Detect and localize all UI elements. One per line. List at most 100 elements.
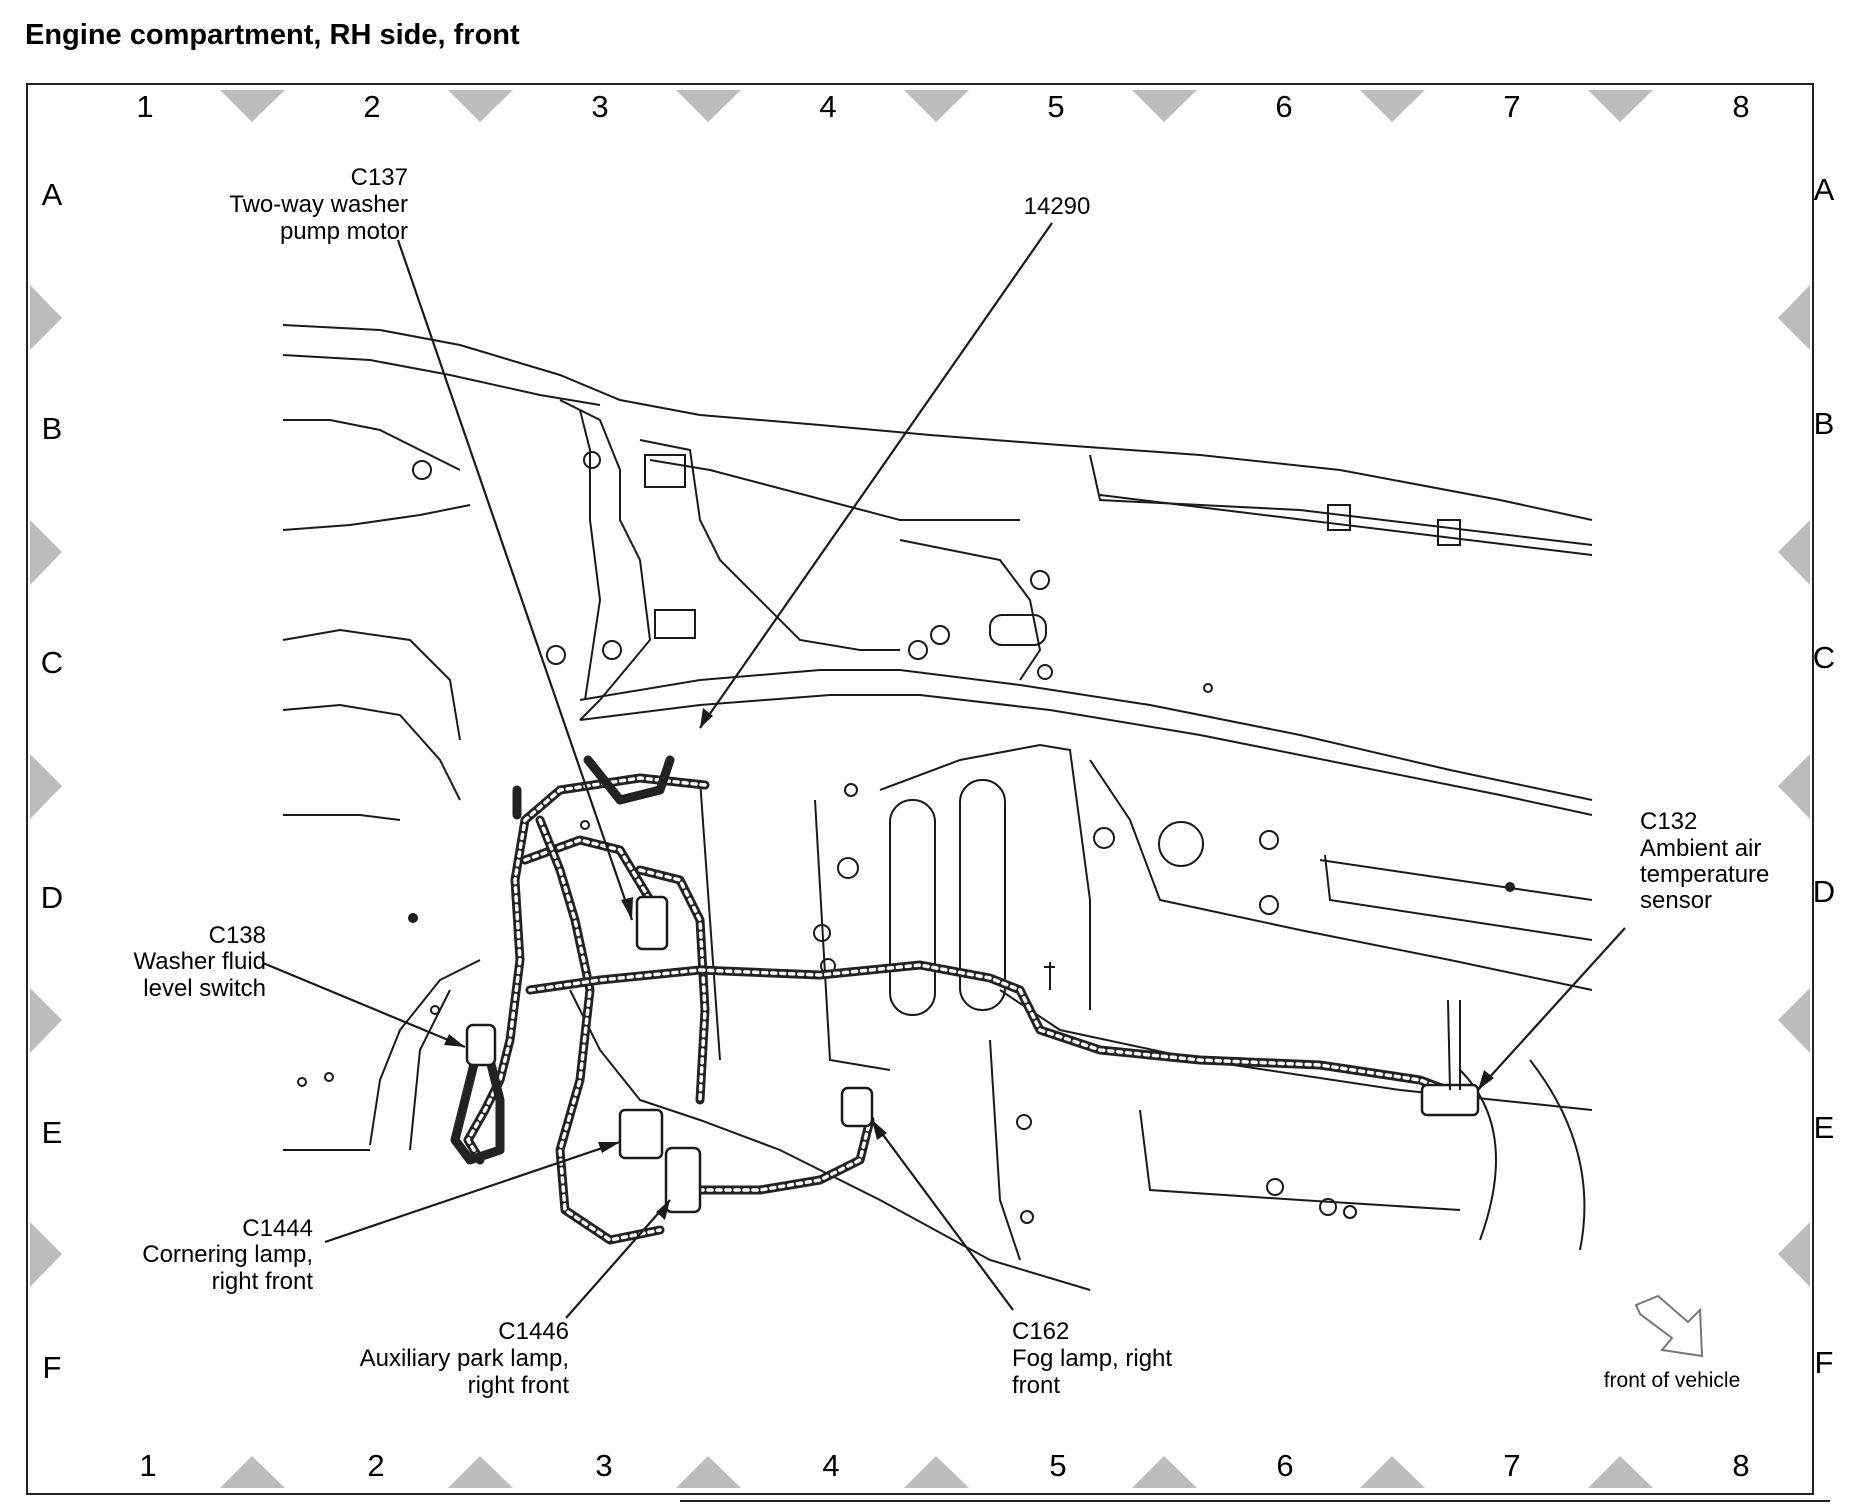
cowl-clip bbox=[1327, 504, 1351, 531]
grid-row-label: B bbox=[1814, 406, 1835, 441]
engine-compartment-illustration bbox=[282, 324, 1593, 1291]
front-arrow-icon bbox=[1634, 1294, 1704, 1358]
grid-marker bbox=[1778, 285, 1810, 350]
arrowhead bbox=[700, 708, 713, 728]
sensor-bracket bbox=[1447, 999, 1461, 1091]
grid-col-label: 1 bbox=[136, 89, 153, 124]
bolt-hole bbox=[1203, 683, 1213, 693]
grid-col-label: 7 bbox=[1503, 1448, 1520, 1483]
grid-row-label: F bbox=[1815, 1345, 1834, 1380]
grid-col-label: 2 bbox=[363, 89, 380, 124]
grid-marker bbox=[904, 1456, 969, 1488]
bolt-hole bbox=[1037, 664, 1053, 680]
fender-mid-line bbox=[282, 504, 471, 531]
grid-marker bbox=[448, 1456, 513, 1488]
grid-col-label: 4 bbox=[822, 1448, 839, 1483]
arrowhead bbox=[444, 1034, 465, 1047]
bolt-hole bbox=[324, 1072, 334, 1082]
cowl-top-line bbox=[282, 324, 1593, 521]
bolt-hole bbox=[1505, 882, 1515, 892]
headlamp-bracket-right bbox=[899, 539, 1042, 681]
grid-row-label: A bbox=[1814, 172, 1835, 207]
callout-desc: right front bbox=[212, 1268, 314, 1295]
radiator-support-center bbox=[879, 743, 1091, 1010]
grid-col-label: 6 bbox=[1276, 1448, 1293, 1483]
grid-marker bbox=[30, 988, 62, 1053]
bolt-hole bbox=[1343, 1205, 1357, 1219]
bolt-hole bbox=[580, 820, 590, 830]
callout-id: C1446 bbox=[498, 1318, 569, 1345]
bolt-hole bbox=[297, 1077, 307, 1087]
grid-col-label: 7 bbox=[1503, 89, 1520, 124]
grid-marker bbox=[676, 1456, 741, 1488]
bolt-hole bbox=[813, 924, 831, 942]
leader-c132 bbox=[1477, 927, 1626, 1091]
grid-marker bbox=[1588, 1456, 1653, 1488]
grid-row-label: D bbox=[1813, 874, 1835, 909]
connector-c1444 bbox=[618, 1108, 664, 1160]
callout-id: C138 bbox=[209, 922, 266, 949]
grid-row-label: B bbox=[42, 411, 63, 446]
arrowhead bbox=[656, 1200, 670, 1220]
radiator-support-upper-bar-lower bbox=[579, 694, 1593, 816]
arrowhead bbox=[872, 1120, 887, 1140]
connector-c137 bbox=[635, 895, 669, 951]
lower-apron-line bbox=[569, 989, 1091, 1291]
grid-col-label: 5 bbox=[1049, 1448, 1066, 1483]
grid-row-label: C bbox=[41, 645, 63, 680]
leader-c1446 bbox=[565, 1199, 671, 1319]
connector-c138 bbox=[465, 1023, 497, 1067]
fender-lower-line bbox=[282, 628, 461, 741]
grid-col-label: 1 bbox=[139, 1448, 156, 1483]
round-opening bbox=[1158, 821, 1204, 867]
support-panel-edge-2 bbox=[699, 779, 721, 1061]
leader-c162 bbox=[871, 1119, 1014, 1311]
grid-marker bbox=[30, 1222, 62, 1287]
callout-id: C132 bbox=[1640, 808, 1697, 835]
grid-rows-left: A B C D E F bbox=[41, 177, 63, 1385]
callout-desc: right front bbox=[468, 1372, 570, 1399]
fender-bottom-line bbox=[283, 814, 401, 821]
bumper-lower-line bbox=[1139, 1109, 1461, 1211]
grid-marker bbox=[1778, 754, 1810, 819]
bolt-hole bbox=[1259, 895, 1279, 915]
bolt-hole bbox=[908, 640, 928, 660]
leader-14290 bbox=[699, 222, 1053, 729]
grid-row-label: F bbox=[43, 1350, 62, 1385]
diagram-frame bbox=[26, 83, 1814, 1495]
callout-c137: C137 Two-way washer pump motor bbox=[229, 164, 408, 245]
grid-row-label: C bbox=[1813, 640, 1835, 675]
headlamp-bracket-outline bbox=[639, 439, 900, 651]
grid-col-label: 4 bbox=[819, 89, 836, 124]
callout-id: C137 bbox=[351, 164, 408, 191]
headlamp-bracket-top bbox=[649, 459, 1020, 521]
fender-lower-line-2 bbox=[282, 703, 461, 801]
right-panel-line bbox=[1089, 759, 1593, 991]
arrowhead bbox=[598, 1142, 620, 1153]
bracket-slot bbox=[654, 609, 696, 639]
callout-desc: Auxiliary park lamp, bbox=[360, 1345, 569, 1372]
leader-c137 bbox=[396, 239, 634, 921]
front-of-vehicle-indicator: front of vehicle bbox=[1604, 1294, 1740, 1392]
right-panel-rail bbox=[1319, 859, 1593, 901]
callout-c138: C138 Washer fluid level switch bbox=[134, 922, 267, 1002]
bolt-hole bbox=[430, 1005, 440, 1015]
callout-desc: pump motor bbox=[280, 218, 408, 245]
grid-col-label: 8 bbox=[1732, 89, 1749, 124]
radiator-support-upper-bar bbox=[579, 669, 1593, 801]
callout-c1446: C1446 Auxiliary park lamp, right front bbox=[360, 1318, 570, 1399]
grid-marker bbox=[30, 285, 62, 350]
grid-marker bbox=[1778, 1222, 1810, 1287]
bolt-hole bbox=[602, 640, 622, 660]
grid-row-label: E bbox=[1814, 1110, 1835, 1145]
bracket-slot bbox=[989, 614, 1047, 646]
fender-upper-line bbox=[283, 419, 461, 471]
grid-marker bbox=[1132, 1456, 1197, 1488]
bolt-hole bbox=[1093, 827, 1115, 849]
connector-c1446 bbox=[664, 1146, 702, 1214]
bolt-hole bbox=[1016, 1114, 1032, 1130]
callout-id: C162 bbox=[1012, 1318, 1069, 1345]
bolt-hole bbox=[1020, 1210, 1034, 1224]
grid-marker bbox=[1588, 90, 1653, 122]
